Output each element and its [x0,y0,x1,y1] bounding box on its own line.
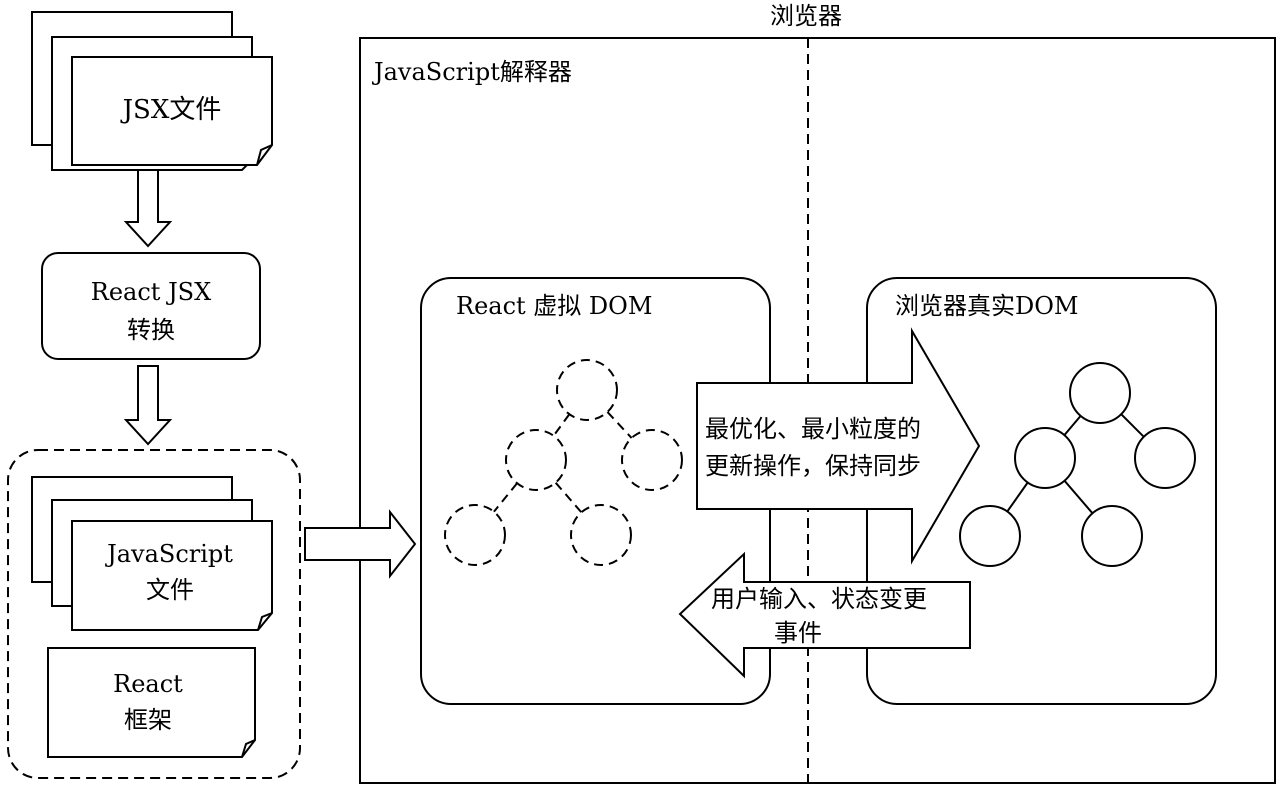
browser-frame: 浏览器 JavaScript解释器 [359,2,1276,784]
output-bundle: JavaScript 文件 React 框架 [7,449,301,779]
jsx-transform-border [41,252,261,360]
event-arrow-line1: 用户输入、状态变更 [711,585,927,613]
virtual-dom-box: React 虚拟 DOM [420,277,771,705]
browser-title: 浏览器 [770,2,842,30]
down-arrow-2 [123,365,173,446]
real-node-left [1014,427,1076,489]
framework-sheet [47,647,256,758]
jsx-transform-line1: React JSX [91,278,211,306]
output-bundle-border [7,449,301,779]
real-node-root [1069,362,1131,424]
framework-line1: React [113,670,183,698]
real-node-right [1134,427,1196,489]
update-arrow-line2: 更新操作，保持同步 [705,452,921,480]
framework-fold [241,739,256,758]
event-arrow-line2: 事件 [774,619,822,647]
real-node-left-right [1081,505,1143,567]
load-arrow [304,509,417,579]
jsx-file-label: JSX文件 [120,95,222,125]
real-node-left-left [959,505,1021,567]
update-arrow: 最优化、最小粒度的 更新操作，保持同步 [696,327,981,565]
event-arrow-shape [678,551,971,679]
jsx-file-stack: JSX文件 [31,11,273,171]
virtual-dom-tree [444,359,683,566]
virtual-node-left-left [444,504,506,566]
real-dom-tree [959,362,1196,567]
jsx-transform-box: React JSX 转换 [41,252,261,360]
down-arrow-1 [123,169,173,248]
update-arrow-line1: 最优化、最小粒度的 [705,415,921,443]
jsx-file-fold [256,144,273,166]
js-file-line1: JavaScript [104,540,233,568]
event-arrow: 用户输入、状态变更 事件 [678,551,971,679]
virtual-dom-title: React 虚拟 DOM [456,292,652,320]
js-file-fold [257,612,273,631]
virtual-node-right [621,429,683,491]
interpreter-label: JavaScript解释器 [371,58,572,86]
update-arrow-shape [696,327,981,565]
js-file-line2: 文件 [146,576,194,604]
framework-line2: 框架 [124,706,172,734]
virtual-node-root [556,359,618,421]
browser-border [359,37,1276,784]
virtual-node-left-right [570,504,632,566]
jsx-file-sheet-front [71,56,273,166]
js-file-sheet-front [71,520,273,631]
jsx-transform-line2: 转换 [127,316,175,344]
real-dom-title: 浏览器真实DOM [895,292,1079,320]
virtual-node-left [505,429,567,491]
